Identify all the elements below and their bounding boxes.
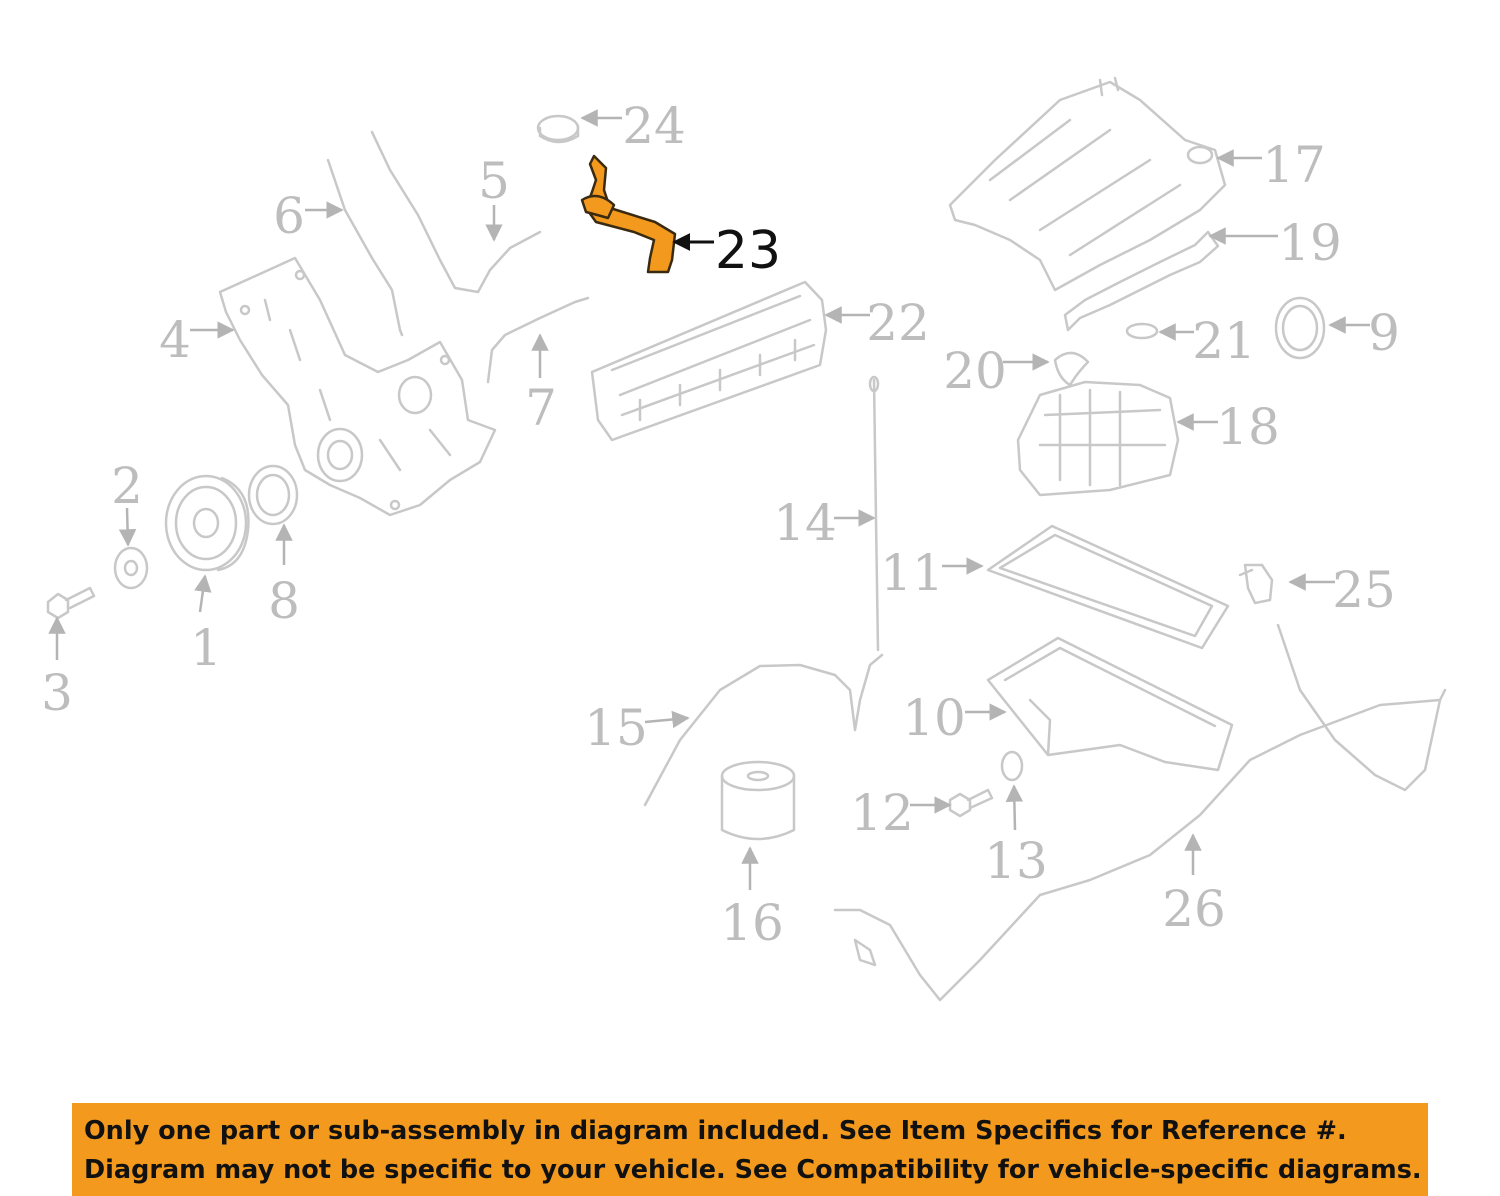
part-9-seal	[1274, 296, 1326, 360]
part-13-washer	[1000, 750, 1024, 782]
part-15-dipstick-tube	[643, 653, 884, 807]
part-16-oil-filter	[720, 760, 796, 841]
part-25-sensor	[1238, 563, 1274, 605]
callout-25: 25	[1332, 561, 1396, 619]
part-1-pulley	[164, 474, 250, 572]
part-8-seal	[247, 464, 299, 526]
disclaimer-banner: Only one part or sub-assembly in diagram…	[72, 1103, 1428, 1196]
callout-13: 13	[984, 832, 1048, 890]
part-14-dipstick	[868, 375, 880, 652]
callout-9: 9	[1368, 304, 1400, 362]
callout-18: 18	[1216, 398, 1280, 456]
callout-21: 21	[1192, 312, 1256, 370]
part-10-oil-pan	[986, 636, 1234, 772]
callout-26: 26	[1162, 880, 1226, 938]
callout-arrows	[48, 109, 1370, 890]
part-26-harness	[833, 623, 1447, 1002]
part-18-lower-intake	[1016, 380, 1180, 497]
callout-3: 3	[41, 664, 73, 722]
part-22-valve-cover	[590, 280, 828, 442]
callout-8: 8	[268, 572, 300, 630]
part-3-bolt	[46, 586, 96, 620]
callout-20: 20	[943, 342, 1007, 400]
callout-14: 14	[773, 494, 837, 552]
parts-diagram: 1 2 3 4 5 6 7 8 9 10 11 12 13 14 15 16 1…	[41, 76, 1447, 1002]
callout-16: 16	[720, 894, 784, 952]
part-6-gasket	[326, 158, 404, 337]
callout-17: 17	[1262, 136, 1326, 194]
callout-1: 1	[190, 619, 222, 677]
disclaimer-line-2: Diagram may not be specific to your vehi…	[84, 1155, 1422, 1185]
callout-12: 12	[850, 784, 914, 842]
callout-22: 22	[866, 294, 930, 352]
part-4-timing-cover	[218, 256, 497, 517]
callout-5: 5	[478, 152, 510, 210]
callout-23-highlighted: 23	[715, 221, 781, 281]
part-12-drain-plug	[948, 788, 994, 818]
disclaimer-line-1: Only one part or sub-assembly in diagram…	[84, 1116, 1347, 1146]
callout-6: 6	[273, 187, 305, 245]
part-2-washer	[113, 546, 149, 590]
part-24-cap	[536, 114, 580, 144]
callout-24: 24	[622, 97, 686, 155]
part-7-gasket	[486, 296, 590, 384]
callout-19: 19	[1278, 214, 1342, 272]
part-21-gasket	[1125, 322, 1159, 340]
callout-11: 11	[880, 544, 944, 602]
part-20-gasket	[1053, 351, 1090, 387]
part-5-gasket	[370, 130, 542, 294]
callout-7: 7	[525, 379, 557, 437]
callout-4: 4	[159, 311, 191, 369]
callout-15: 15	[584, 699, 648, 757]
callout-10: 10	[902, 689, 966, 747]
part-17-intake-manifold	[948, 76, 1227, 292]
callout-2: 2	[111, 457, 143, 515]
part-11-pan-gasket	[986, 524, 1230, 650]
part-23-oil-filler-tube	[580, 154, 677, 274]
